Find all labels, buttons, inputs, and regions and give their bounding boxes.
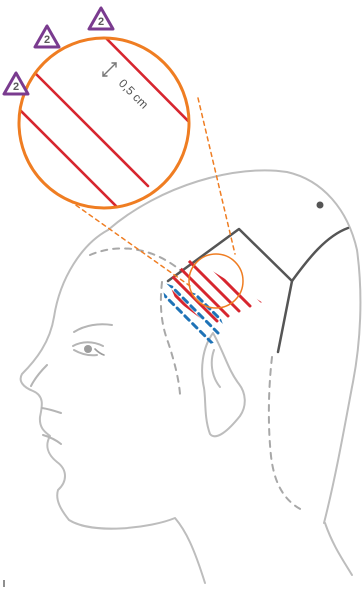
triangle-badge-left: 2 — [4, 73, 28, 94]
triangle-badge-label: 2 — [44, 34, 50, 46]
head-outline — [21, 170, 361, 583]
face-details — [31, 324, 112, 444]
nose-line — [31, 365, 47, 386]
red-cut-lines — [155, 230, 305, 326]
zoom-target-circle — [189, 254, 243, 308]
nape-path — [325, 523, 352, 575]
section-outline — [168, 228, 348, 352]
chin-line — [43, 435, 61, 444]
triangle-badge-label: 2 — [98, 16, 104, 28]
triangle-badge-label: 2 — [13, 81, 19, 93]
rear-section-outline — [292, 228, 348, 281]
eyebrow — [74, 324, 112, 332]
head-marker-dot — [317, 202, 324, 209]
ear-outline — [202, 333, 245, 436]
dashed-hair-contours — [90, 248, 302, 510]
head-crown-path — [108, 170, 360, 523]
front-hairline-dashed — [90, 248, 180, 270]
eye-pupil — [84, 345, 104, 355]
pupil-icon — [84, 345, 92, 353]
nape-dashed — [269, 357, 302, 510]
lip-line — [42, 408, 61, 413]
ear-inner-line — [212, 350, 220, 387]
magnifier: 0,5 cm — [12, 26, 205, 214]
triangle-badge-middle: 2 — [35, 26, 59, 47]
triangle-badge-top: 2 — [89, 8, 113, 29]
